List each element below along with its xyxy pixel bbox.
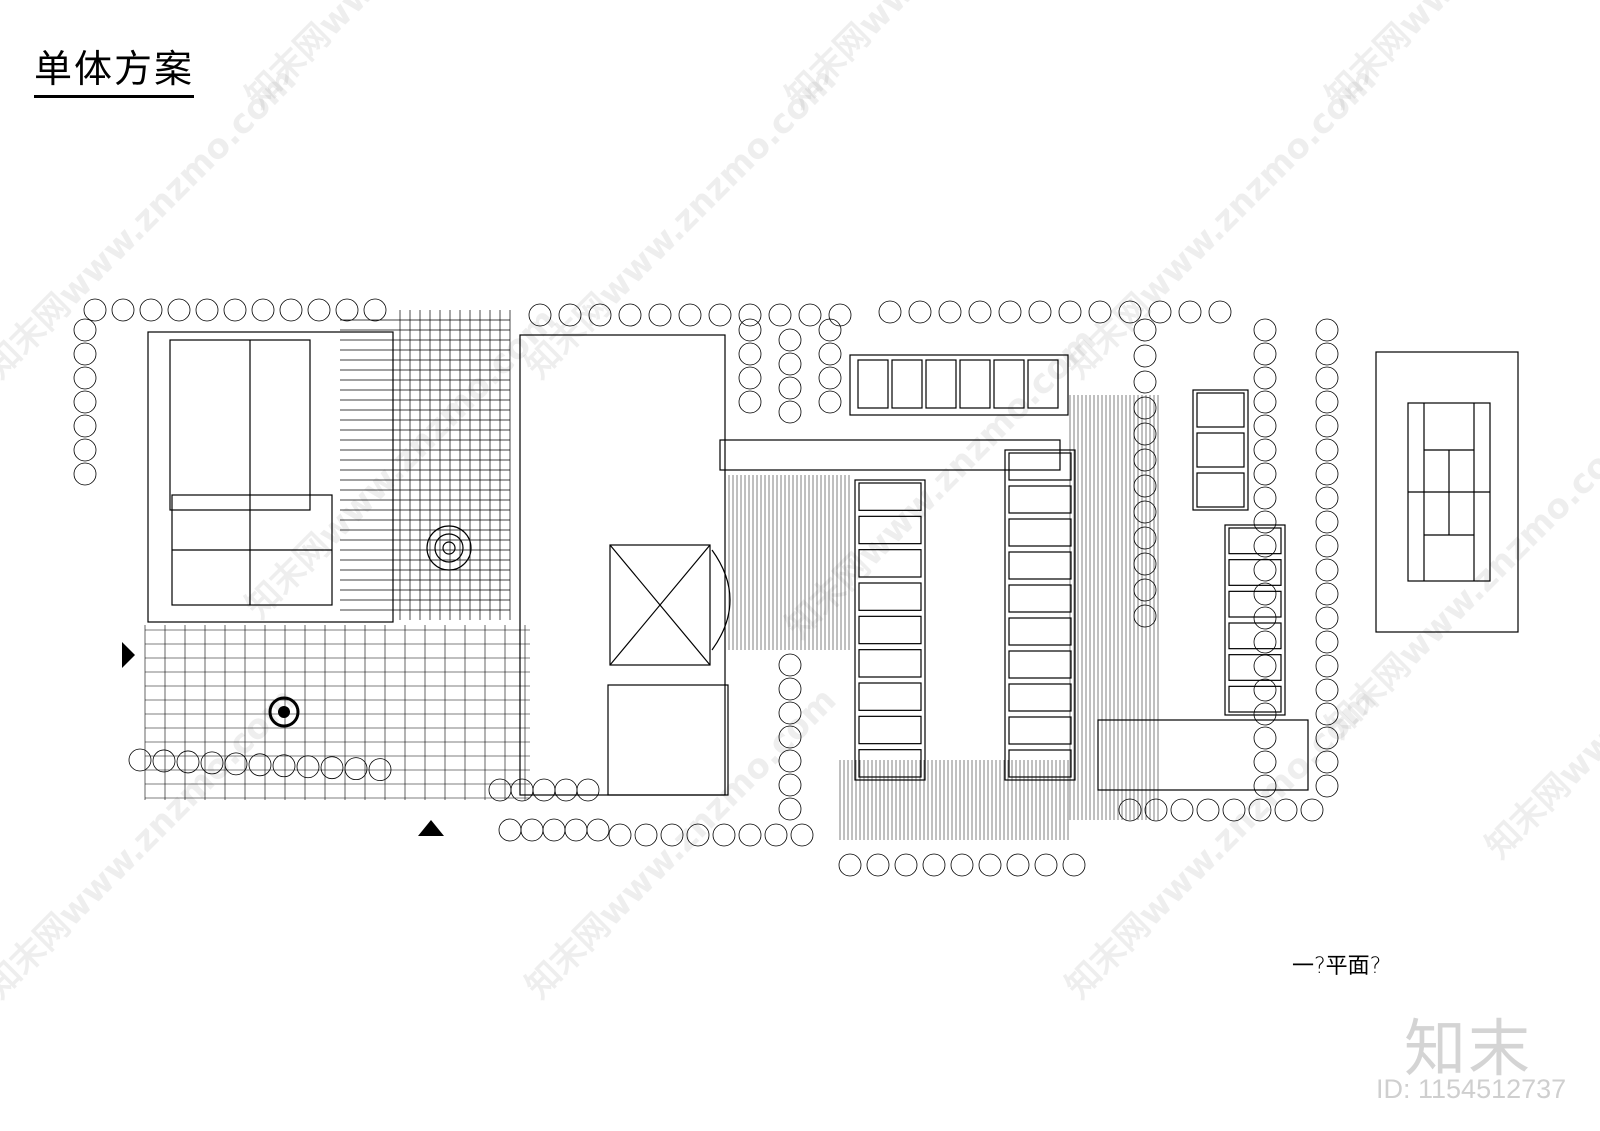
logo-text: 知末 xyxy=(1404,1012,1533,1085)
plan-linework xyxy=(73,298,1519,877)
page-title: 单体方案 xyxy=(34,38,195,98)
central-building xyxy=(519,334,726,796)
plaza-marker xyxy=(268,696,300,728)
svg-text:知末网www.znzmo.com: 知末网www.znzmo.com xyxy=(238,300,564,626)
courtyard-grid xyxy=(340,310,511,620)
svg-text:知末网www.znzmo.com: 知末网www.znzmo.com xyxy=(518,60,844,386)
plan-label: 一?平面? xyxy=(1292,954,1382,979)
svg-text:知末网www.znzmo.com: 知末网www.znzmo.com xyxy=(778,320,1104,646)
lower-wing xyxy=(1097,719,1309,791)
room-wing-2 xyxy=(1004,449,1076,781)
corridor xyxy=(719,439,1061,471)
svg-text:知末网www.znzmo.com: 知末网www.znzmo.com xyxy=(1318,420,1600,746)
deck-left xyxy=(724,475,850,650)
trees xyxy=(73,298,1339,877)
left-building xyxy=(147,331,394,623)
upper-room-row xyxy=(849,354,1069,416)
entrance-marker xyxy=(418,820,444,836)
id-label: ID: 1154512737 xyxy=(1376,1074,1567,1104)
north-arrow-marker xyxy=(122,642,135,668)
plaza-grid xyxy=(144,625,530,800)
svg-text:知末网www.znzmo.com: 知末网www.znzmo.com xyxy=(0,680,304,1006)
room-wing-3 xyxy=(1192,389,1286,716)
deck-right xyxy=(839,395,1159,840)
room-wing-1 xyxy=(854,479,926,781)
fountain xyxy=(426,525,472,571)
svg-text:知末网www.znzmo.com: 知末网www.znzmo.com xyxy=(518,680,844,1006)
left-building-inner xyxy=(169,339,311,511)
tennis-court-outer xyxy=(1375,351,1519,633)
svg-text:知末网www.znzmo.com: 知末网www.znzmo.com xyxy=(1318,0,1600,116)
